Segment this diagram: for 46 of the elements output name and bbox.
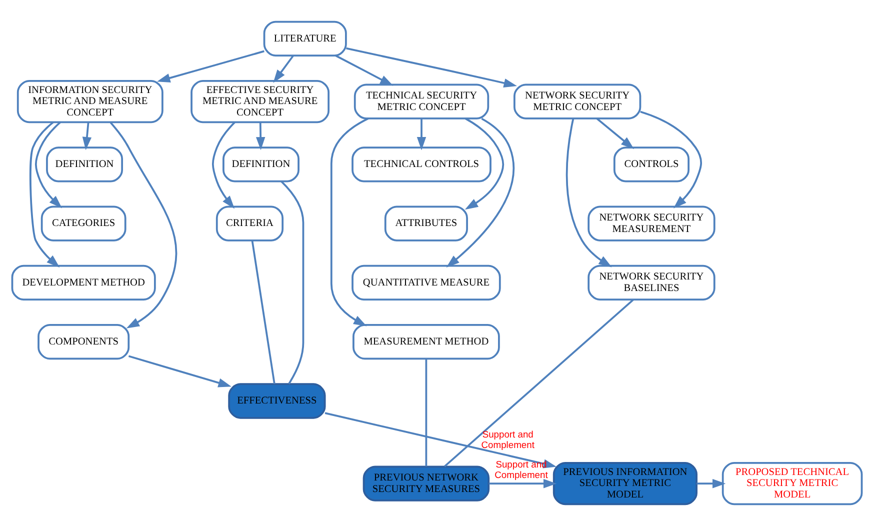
node-box: MEASUREMENT METHOD xyxy=(352,324,500,360)
node-box: CRITERIA xyxy=(216,205,284,241)
node-box: DEFINITION xyxy=(46,146,123,182)
connector xyxy=(280,180,304,384)
arrow xyxy=(212,121,236,208)
arrow xyxy=(488,478,557,488)
arrow xyxy=(640,110,702,208)
node-box: EFFECTIVENESS xyxy=(228,382,326,418)
node-box: LITERATURE xyxy=(263,20,347,56)
node-box: CATEGORIES xyxy=(40,205,126,241)
arrow xyxy=(110,122,177,328)
arrow xyxy=(273,54,294,82)
node-box: DEFINITION xyxy=(222,146,300,182)
node-box: PREVIOUS INFORMATION SECURITY METRIC MODEL xyxy=(552,462,698,505)
arrow xyxy=(416,118,426,150)
connector xyxy=(251,240,276,384)
node-box: NETWORK SECURITY METRIC CONCEPT xyxy=(514,83,642,119)
node-box: INFORMATION SECURITY METRIC AND MEASURE CONCEPT xyxy=(16,79,164,123)
arrow xyxy=(330,117,369,326)
connector xyxy=(425,358,428,466)
arrow xyxy=(566,118,612,267)
node-box: NETWORK SECURITY MEASUREMENT xyxy=(588,205,716,241)
node-box: ATTRIBUTES xyxy=(384,205,468,241)
arrow xyxy=(596,117,634,149)
arrow xyxy=(446,117,515,267)
edge-label: Support and Complement xyxy=(481,429,534,450)
node-box: COMPONENTS xyxy=(38,324,130,360)
arrow xyxy=(82,122,92,150)
arrow xyxy=(30,121,60,267)
arrow xyxy=(696,478,726,488)
node-box: TECHNICAL SECURITY METRIC CONCEPT xyxy=(354,83,490,119)
arrow xyxy=(256,122,266,150)
arrow xyxy=(35,121,62,208)
node-box: PREVIOUS NETWORK SECURITY MEASURES xyxy=(362,465,490,501)
arrow xyxy=(464,117,504,210)
node-box: DEVELOPMENT METHOD xyxy=(11,264,156,300)
arrow xyxy=(335,54,394,86)
node-box: CONTROLS xyxy=(613,146,690,182)
arrow xyxy=(156,50,264,82)
arrow xyxy=(346,46,517,88)
node-box: PROPOSED TECHNICAL SECURITY METRIC MODEL xyxy=(722,462,863,505)
node-box: NETWORK SECURITY BASELINES xyxy=(588,264,716,300)
node-box: EFFECTIVE SECURITY METRIC AND MEASURE CONCEPT xyxy=(190,79,330,123)
node-box: TECHNICAL CONTROLS xyxy=(352,146,492,182)
arrow xyxy=(128,354,232,387)
node-box: QUANTITATIVE MEASURE xyxy=(352,264,501,300)
